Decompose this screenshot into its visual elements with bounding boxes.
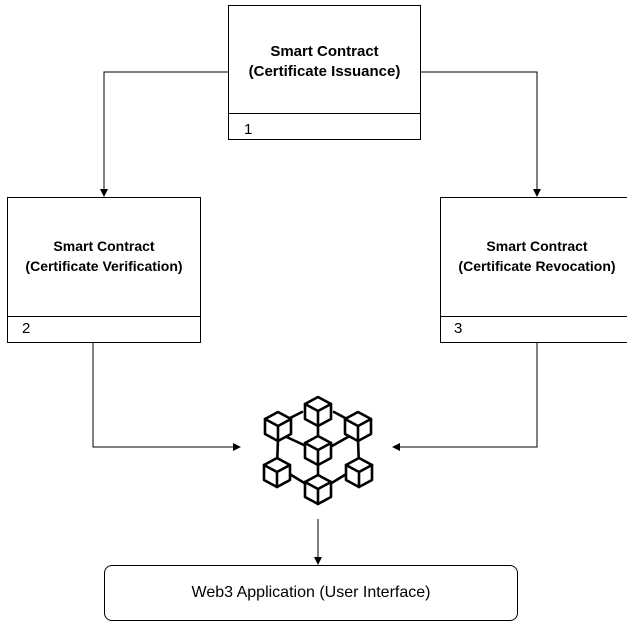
contract-number: 1 [244, 121, 253, 138]
web3-application-box: Web3 Application (User Interface) [104, 565, 518, 621]
cube [343, 410, 373, 443]
contract-title: Smart Contract (Certificate Revocation) [458, 238, 616, 274]
contract-number: 3 [454, 320, 463, 337]
contract-title: Smart Contract (Certificate Verification… [25, 238, 183, 274]
arrow-verification-to-blockchain [92, 343, 241, 451]
arrow-revocation-to-blockchain [392, 343, 538, 451]
arrow-issuance-to-revocation [421, 71, 541, 197]
box-divider [8, 316, 200, 317]
contract-title: Smart Contract (Certificate Issuance) [248, 43, 401, 80]
box-divider [441, 316, 627, 317]
box-divider [229, 113, 420, 114]
cube [303, 473, 333, 506]
web3-application-label: Web3 Application (User Interface) [191, 584, 431, 601]
contract-box-verification: Smart Contract (Certificate Verification… [7, 197, 201, 343]
cube [263, 410, 293, 443]
contract-box-issuance: Smart Contract (Certificate Issuance) 1 [228, 5, 421, 140]
cube [303, 395, 333, 428]
cube [344, 456, 374, 489]
contract-number: 2 [22, 320, 31, 337]
cube [262, 456, 292, 489]
contract-box-revocation: Smart Contract (Certificate Revocation) … [440, 197, 627, 343]
arrow-issuance-to-verification [100, 71, 228, 197]
cube [303, 434, 333, 467]
